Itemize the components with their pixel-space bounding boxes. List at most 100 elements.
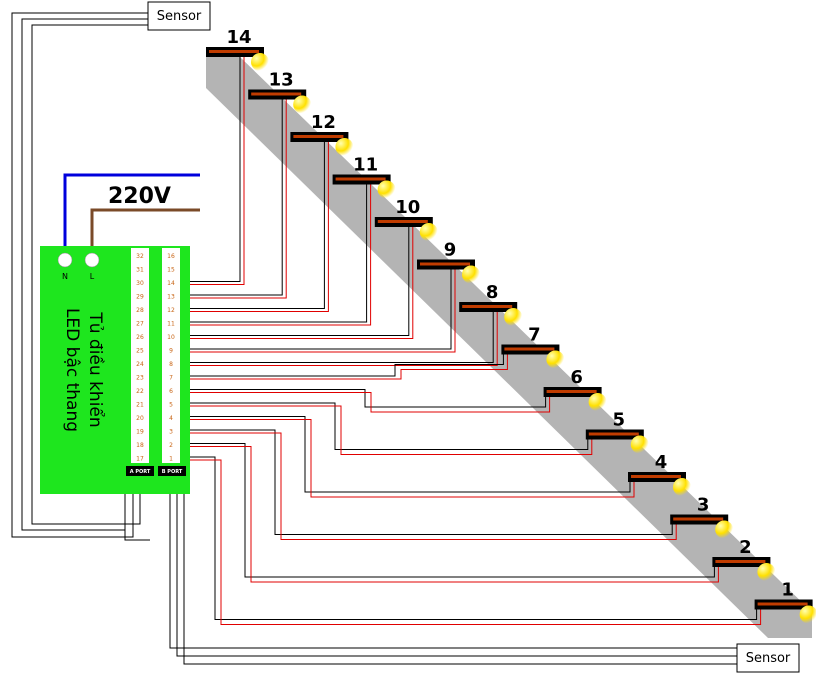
signal-wire: [183, 392, 551, 413]
a-port-strip: [131, 248, 149, 463]
ground-wire: [183, 99, 283, 296]
b-pin-5: 5: [169, 402, 173, 409]
step-10: 10: [374, 197, 438, 241]
step-number: 4: [655, 452, 668, 473]
signal-wire: [183, 269, 456, 353]
b-pin-10: 10: [167, 334, 175, 341]
b-pin-4: 4: [169, 415, 173, 422]
step-number: 13: [269, 70, 294, 91]
led-strip: [420, 262, 470, 266]
led-strip: [546, 390, 597, 393]
b-pin-8: 8: [169, 361, 173, 368]
ground-wire: [183, 354, 504, 377]
a-pin-30: 30: [136, 280, 144, 287]
b-pin-7: 7: [169, 375, 173, 382]
signal-wire: [183, 99, 287, 299]
a-pin-17: 17: [136, 456, 144, 463]
a-pin-32: 32: [136, 253, 144, 260]
signal-wire: [183, 405, 593, 455]
ground-wire: [183, 429, 673, 535]
power-input: 220V: [63, 173, 200, 255]
b-port-label: B PORT: [162, 469, 183, 475]
led-glow: [799, 605, 816, 624]
terminal-n-label: N: [62, 272, 68, 281]
signal-wire: [183, 57, 245, 285]
led-strip: [335, 177, 386, 181]
bottom-sensor-wires: [124, 478, 737, 665]
step-11: 11: [332, 155, 396, 199]
a-port-header: [126, 466, 154, 476]
a-pin-24: 24: [136, 361, 144, 368]
a-port-label: A PORT: [130, 469, 151, 475]
a-pin-21: 21: [136, 402, 144, 409]
step-number: 10: [395, 197, 420, 218]
signal-wire: [183, 312, 498, 366]
sensor-top-label: Sensor: [157, 9, 202, 24]
led-glow: [588, 393, 607, 411]
signal-wire: [183, 432, 677, 540]
ground-wire: [183, 184, 368, 323]
controller-box: N L Tủ điều khiển LED bậc thang 32313029…: [40, 246, 190, 494]
b-pin-11: 11: [167, 321, 175, 328]
a-pin-26: 26: [136, 334, 144, 341]
step-4: 4: [628, 452, 691, 496]
led-glow: [546, 350, 565, 369]
led-glow: [377, 180, 396, 199]
controller-label-line1: Tủ điều khiển: [85, 311, 106, 427]
ground-wire: [183, 389, 547, 408]
sensor-bottom-label: Sensor: [746, 651, 791, 666]
step-number: 6: [570, 367, 583, 388]
step-number: 1: [781, 580, 794, 601]
step-number: 12: [311, 112, 336, 133]
step-number: 9: [444, 240, 457, 261]
step-6: 6: [543, 367, 607, 411]
signal-wire: [183, 459, 762, 625]
line-wire: [90, 208, 200, 255]
step-12: 12: [290, 112, 354, 156]
ground-wire: [183, 416, 631, 493]
led-glow: [673, 478, 691, 496]
b-pin-14: 14: [167, 280, 175, 287]
led-glow: [504, 308, 523, 326]
a-pin-25: 25: [136, 348, 144, 355]
voltage-label: 220V: [108, 184, 171, 209]
led-strip: [631, 475, 681, 478]
step-13: 13: [248, 70, 312, 114]
signal-wire: [183, 142, 329, 312]
step-1: 1: [754, 580, 816, 624]
b-pin-13: 13: [167, 294, 175, 301]
led-strip: [293, 135, 344, 138]
sensor-top: Sensor: [147, 1, 211, 31]
b-pin-12: 12: [167, 307, 175, 314]
led-glow: [251, 53, 269, 71]
step-14: 14: [206, 27, 269, 71]
controller-label-line2: LED bậc thang: [62, 308, 82, 432]
step-7: 7: [501, 325, 565, 369]
b-port-strip: [162, 248, 180, 463]
b-pin-15: 15: [167, 267, 175, 274]
ground-wire: [183, 269, 452, 350]
led-strip: [251, 92, 302, 96]
a-pin-22: 22: [136, 388, 144, 395]
step-5: 5: [585, 410, 649, 454]
a-pin-18: 18: [136, 442, 144, 449]
a-pin-31: 31: [136, 267, 144, 274]
a-pin-29: 29: [136, 294, 144, 301]
led-glow: [462, 265, 480, 284]
led-glow: [715, 520, 734, 539]
signal-wire: [183, 227, 414, 339]
b-pin-16: 16: [167, 253, 175, 260]
b-pin-3: 3: [169, 429, 173, 436]
step-3: 3: [670, 495, 734, 539]
ground-wire: [183, 443, 715, 578]
step-2: 2: [712, 537, 776, 581]
led-strip: [715, 560, 766, 563]
step-9: 9: [417, 240, 480, 284]
led-strip: [673, 517, 724, 521]
a-pin-28: 28: [136, 307, 144, 314]
ground-wire: [183, 227, 410, 336]
sensor-bottom: Sensor: [736, 643, 800, 673]
step-number: 2: [739, 537, 752, 558]
